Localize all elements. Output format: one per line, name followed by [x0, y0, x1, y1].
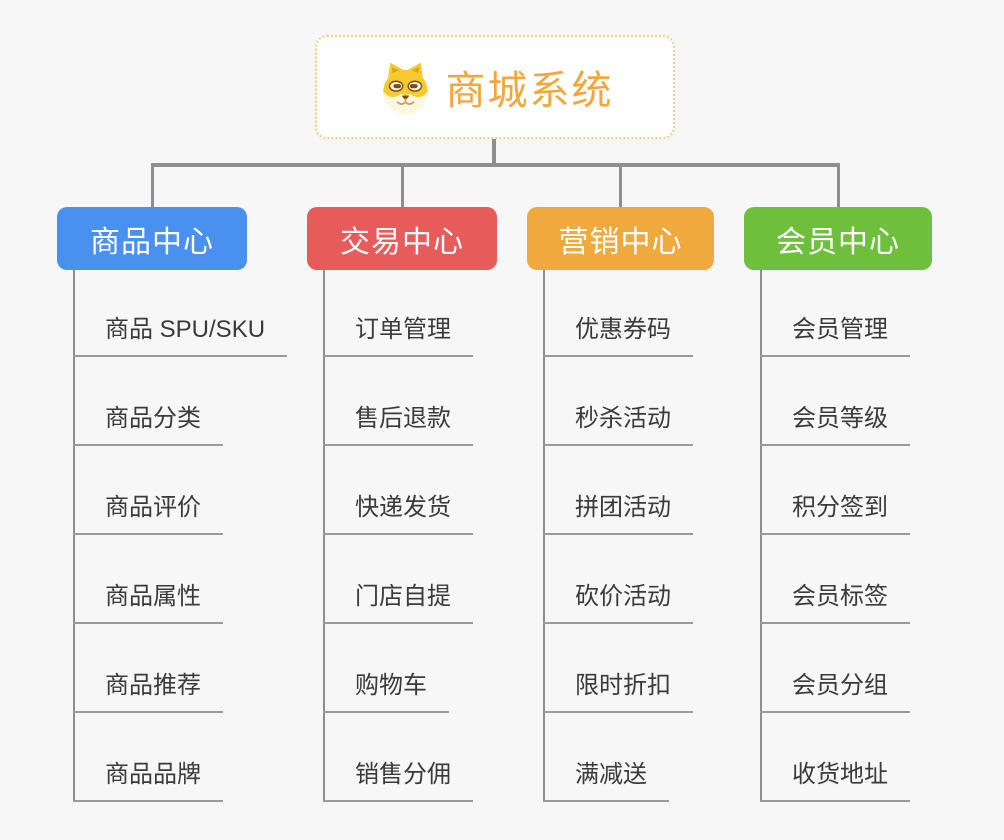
leaf-node[interactable]: 商品推荐: [73, 669, 223, 713]
root-title: 商城系统: [445, 69, 614, 113]
branch-header-trade-center[interactable]: 交易中心: [307, 207, 497, 270]
branch-header-marketing-center[interactable]: 营销中心: [527, 207, 714, 270]
leaf-node[interactable]: 会员等级: [760, 402, 910, 446]
connector-bus: [151, 163, 839, 167]
leaf-node[interactable]: 商品分类: [73, 402, 223, 446]
leaf-node[interactable]: 满减送: [543, 758, 669, 802]
connector-drop-member: [837, 163, 840, 207]
leaf-node[interactable]: 收货地址: [760, 758, 910, 802]
leaf-node[interactable]: 会员管理: [760, 313, 910, 357]
leaf-node[interactable]: 商品 SPU/SKU: [73, 313, 288, 357]
branch-spine-product: [73, 270, 75, 800]
branch-spine-marketing: [543, 270, 545, 800]
leaf-node[interactable]: 砍价活动: [543, 580, 693, 624]
leaf-node[interactable]: 拼团活动: [543, 491, 693, 535]
connector-drop-trade: [401, 163, 404, 207]
leaf-node[interactable]: 订单管理: [323, 313, 473, 357]
leaf-node[interactable]: 秒杀活动: [543, 402, 693, 446]
leaf-node[interactable]: 门店自提: [323, 580, 473, 624]
connector-root-drop: [492, 139, 496, 167]
leaf-node[interactable]: 会员分组: [760, 669, 910, 713]
branch-spine-trade: [323, 270, 325, 800]
leaf-node[interactable]: 商品品牌: [73, 758, 223, 802]
branch-spine-member: [760, 270, 762, 800]
leaf-node[interactable]: 快递发货: [323, 491, 473, 535]
shiba-dog-face-icon: [382, 62, 428, 114]
leaf-node[interactable]: 销售分佣: [323, 758, 473, 802]
connector-drop-product: [151, 163, 154, 207]
leaf-node[interactable]: 售后退款: [323, 402, 473, 446]
leaf-node[interactable]: 积分签到: [760, 491, 910, 535]
leaf-node[interactable]: 优惠券码: [543, 313, 693, 357]
connector-drop-marketing: [619, 163, 622, 207]
leaf-node[interactable]: 购物车: [323, 669, 449, 713]
leaf-node[interactable]: 限时折扣: [543, 669, 693, 713]
leaf-node[interactable]: 会员标签: [760, 580, 910, 624]
root-node[interactable]: 商城系统: [315, 35, 675, 139]
leaf-node[interactable]: 商品评价: [73, 491, 223, 535]
branch-header-product-center[interactable]: 商品中心: [57, 207, 247, 270]
branch-header-member-center[interactable]: 会员中心: [744, 207, 932, 270]
leaf-node[interactable]: 商品属性: [73, 580, 223, 624]
